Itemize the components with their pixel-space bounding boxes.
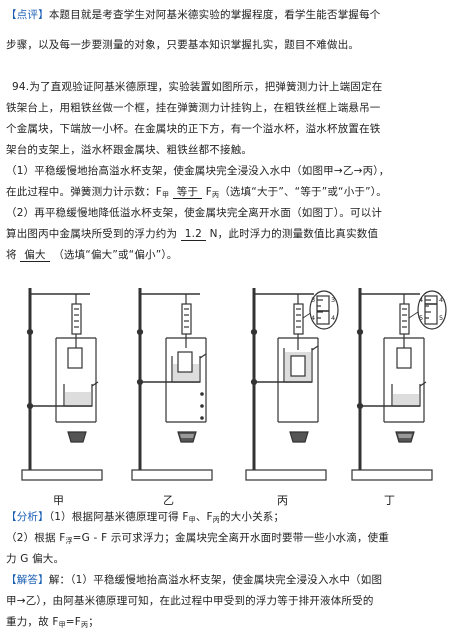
scale-ding-bottom-right: 5 (439, 314, 443, 322)
scale-bing-top: 3 (311, 296, 315, 304)
solution-tag: 【解答】 (6, 574, 49, 586)
apparatus-jia (21, 288, 103, 481)
question-number: 94. (12, 81, 30, 93)
solution-line-1: 【解答】解：（1）平稳缓慢地抬高溢水杯支架，使金属块完全浸没入水中（如图 (6, 574, 383, 586)
question-line-2: 铁架台上，用粗铁丝做一个框，挂在弹簧测力计挂钩上，在粗铁丝框上端悬吊一 (6, 102, 381, 114)
answer-blank-2: 1.2 (180, 228, 207, 241)
scale-ding-top: 4 (419, 296, 423, 304)
comment-line-2: 步骤，以及每一步要测量的对象，只要基本知识掌握扎实，题目不难做出。 (6, 39, 360, 51)
apparatus-ding (351, 288, 447, 481)
question-part1-line-2: 在此过程中。弹簧测力计示数：F甲 等于 F丙（选填“大于”、“等于”或“小于”）… (6, 186, 387, 199)
question-part2-line-2: 算出图丙中金属块所受到的浮力约为 1.2 N，此时浮力的测量数值比真实数值 (6, 228, 379, 241)
figure-label-yi: 乙 (163, 494, 174, 507)
question-line-1: 94.为了直观验证阿基米德原理，实验装置如图所示，把弹簧测力计上端固定在 (12, 81, 383, 93)
analysis-tag: 【分析】 (6, 511, 49, 523)
scale-bing-bottom-right: 4 (331, 314, 335, 322)
question-line-4: 架台的支架上，溢水杯跟金属块、粗铁丝都不接触。 (6, 144, 253, 156)
comment-line-1: 【点评】本题目就是考查学生对阿基米德实验的掌握程度，看学生能否掌握每个 (6, 9, 381, 21)
figure-label-bing: 丙 (277, 494, 288, 507)
figure-label-ding: 丁 (384, 494, 395, 507)
figure-label-jia: 甲 (53, 494, 64, 507)
scale-ding-top-right: 4 (439, 296, 443, 304)
question-part2-line-3: 将 偏大 （选填“偏大”或“偏小”）。 (6, 249, 178, 262)
scale-bing-top-right: 3 (331, 296, 335, 304)
analysis-line-1: 【分析】（1）根据阿基米德原理可得 F甲、F丙的大小关系； (6, 511, 285, 524)
question-line-3: 个金属块，下端放一小杯。在金属块的正下方，有一个溢水杯，溢水杯放置在铁 (6, 123, 381, 135)
solution-line-3: 重力，故 F甲=F丙； (6, 616, 99, 629)
comment-tag: 【点评】 (6, 9, 49, 21)
question-part2-line-1: （2）再平稳缓慢地降低溢水杯支架，使金属块完全离开水面（如图丁）。可以计 (6, 207, 383, 219)
apparatus-yi (131, 288, 213, 481)
question-part1-line-1: （1）平稳缓慢地抬高溢水杯支架，使金属块完全浸没入水中（如图甲→乙→丙）， (6, 165, 390, 177)
apparatus-bing (245, 288, 339, 481)
solution-line-2: 甲→乙），由阿基米德原理可知，在此过程中甲受到的浮力等于排开液体所受的 (6, 595, 374, 607)
answer-blank-1: 等于 (172, 186, 203, 199)
scale-ding-bottom: 5 (419, 314, 423, 322)
analysis-line-2: （2）根据 F浮=G - F 示可求浮力；金属块完全离开水面时要带一些小水滴，使… (6, 532, 390, 545)
answer-blank-3: 偏大 (20, 249, 50, 262)
analysis-line-3: 力 G 偏大。 (6, 553, 65, 565)
apparatus-figure: 3 4 3 4 4 5 4 5 (21, 288, 447, 481)
scale-bing-bottom: 4 (311, 314, 315, 322)
